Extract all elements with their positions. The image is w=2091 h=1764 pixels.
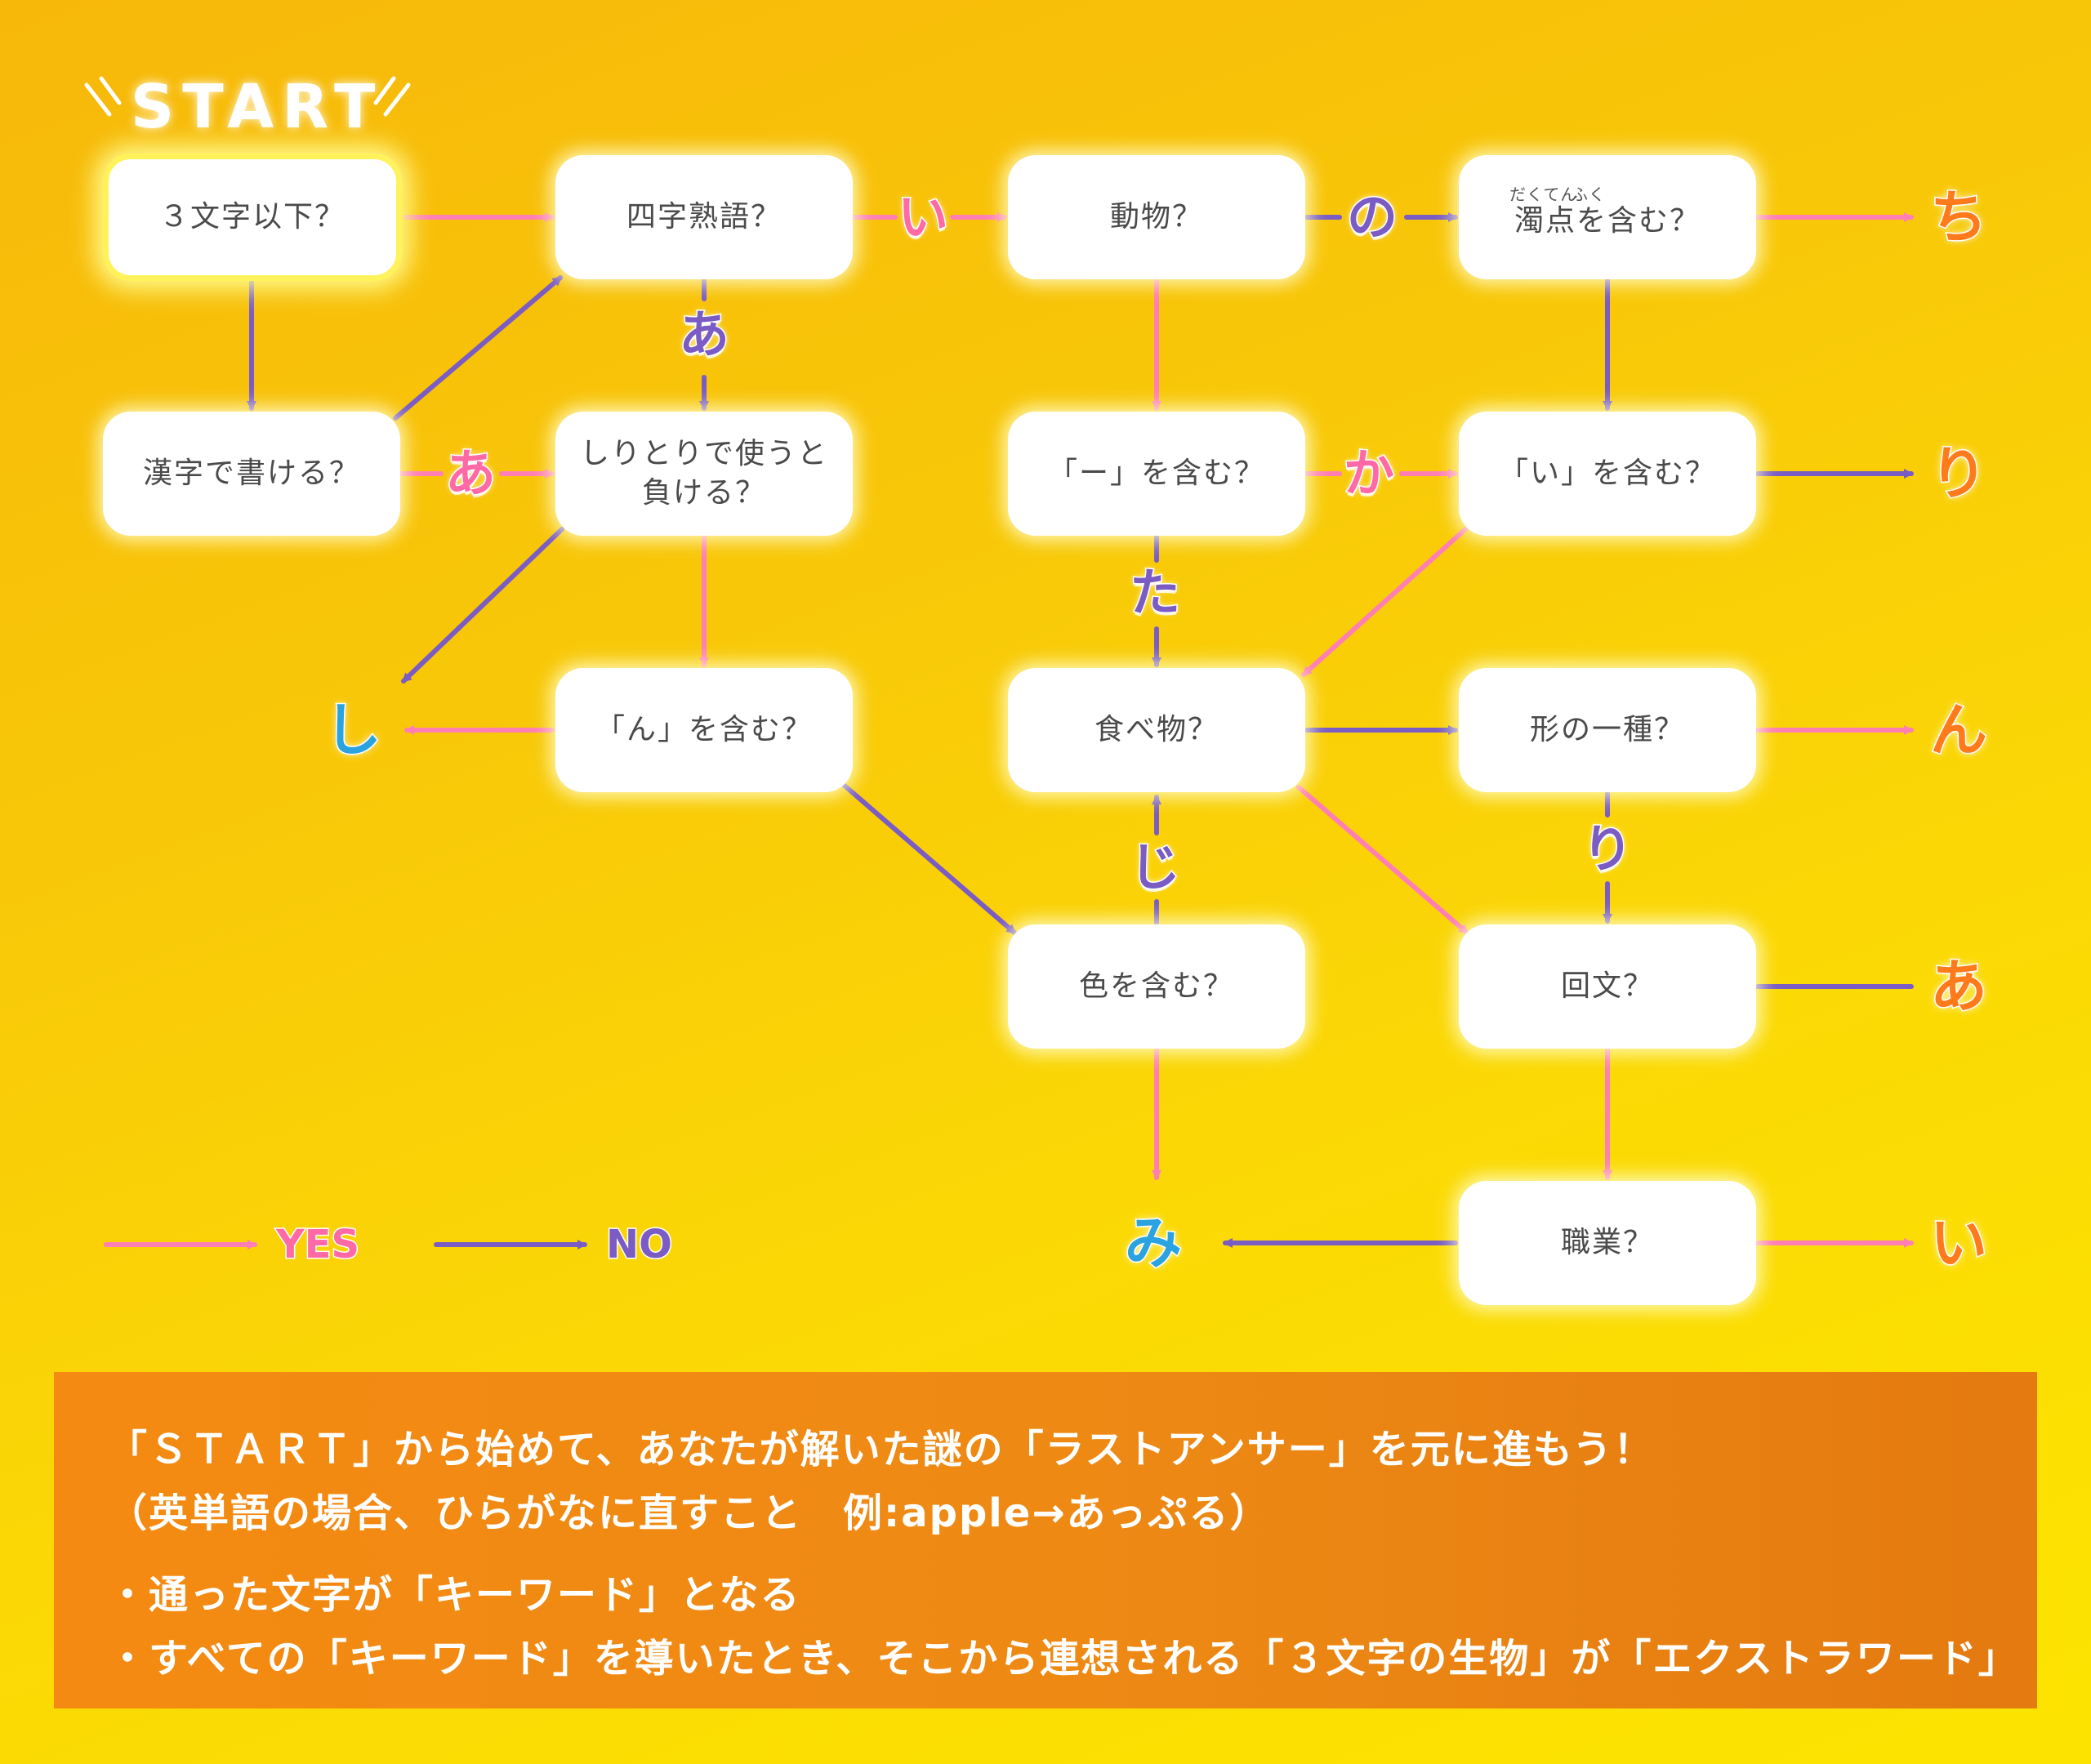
edge-label-doubutsu-dakuten: の — [1345, 187, 1398, 247]
arrow-n-iro — [842, 783, 1017, 935]
node-text: 回文？ — [1560, 969, 1654, 1003]
node-kaibun[interactable]: 回文？ — [1459, 924, 1756, 1049]
instruction-line-1: 「ＳＴＡＲＴ」から始めて、あなたが解いた謎の「ラストアンサー」を元に進もう！ — [108, 1427, 1655, 1472]
arrow-i-tabemono — [1301, 527, 1468, 677]
edge-label-bou-tabemono: た — [1128, 563, 1181, 622]
legend-yes: YES — [274, 1221, 360, 1269]
legend-no: NO — [605, 1221, 674, 1269]
node-3moji[interactable]: ３文字以下？ — [103, 154, 402, 281]
node-shiritori[interactable]: しりとりで使うと 負ける？ — [555, 412, 853, 536]
node-bou[interactable]: 「ー」を含む？ — [1008, 412, 1305, 536]
node-text: 漢字で書ける？ — [142, 457, 360, 490]
instruction-line-4: ・すべての「キーワード」を導いたとき、そこから連想される「３文字の生物」が「エク… — [108, 1636, 2019, 1682]
node-katachi[interactable]: 形の一種？ — [1459, 668, 1756, 792]
node-text: 「ー」を含む？ — [1047, 457, 1265, 490]
node-text: ３文字以下？ — [158, 200, 346, 234]
node-i[interactable]: 「い」を含む？ — [1459, 412, 1756, 536]
arrow-kanji-yoji — [393, 275, 563, 421]
ruby-dakuten: だくてん — [1509, 185, 1578, 204]
arrow-tabemono-kaibun — [1296, 785, 1469, 935]
output-i: い — [1929, 1209, 1989, 1277]
output-n: ん — [1929, 697, 1989, 764]
output-mi: み — [1124, 1209, 1184, 1277]
start-sparkle-lines — [84, 76, 411, 117]
edge-label-yoji-shiritori: あ — [677, 305, 730, 364]
panel-gap — [108, 1545, 1983, 1563]
edge-label-kanji-shiritori: あ — [444, 443, 497, 503]
output-shi: し — [323, 697, 383, 764]
node-text: 動物？ — [1109, 200, 1203, 234]
instruction-line-3: ・通った文字が「キーワード」となる — [108, 1572, 801, 1618]
node-text: 職業？ — [1560, 1226, 1654, 1259]
output-a: あ — [1929, 953, 1989, 1021]
arrow-shiritori-shi — [401, 527, 564, 684]
edge-label-iro-tabemono: じ — [1128, 837, 1181, 897]
edge-label-katachi-kaibun: り — [1581, 819, 1634, 879]
instruction-line-2: （英単語の場合、ひらがなに直すこと 例:apple→あっぷる） — [108, 1490, 1271, 1536]
node-text: 濁点を含む？ — [1514, 204, 1701, 238]
node-iro[interactable]: 色を含む？ — [1008, 924, 1305, 1049]
node-tabemono[interactable]: 食べ物？ — [1008, 668, 1305, 792]
node-doubutsu[interactable]: 動物？ — [1008, 155, 1305, 279]
edge-label-bou-i: か — [1342, 443, 1395, 503]
node-dakuten[interactable]: 濁点を含む？ — [1459, 155, 1756, 279]
node-n[interactable]: 「ん」を含む？ — [555, 668, 853, 792]
node-text: 形の一種？ — [1529, 713, 1685, 746]
ruby-fuku: ふく — [1572, 185, 1606, 204]
instructions-panel: 「ＳＴＡＲＴ」から始めて、あなたが解いた謎の「ラストアンサー」を元に進もう！ （… — [54, 1372, 2037, 1708]
node-yoji[interactable]: 四字熟語？ — [555, 155, 853, 279]
node-text: 食べ物？ — [1094, 713, 1219, 746]
node-shokugyou[interactable]: 職業？ — [1459, 1181, 1756, 1305]
output-chi: ち — [1929, 184, 1989, 252]
node-text: しりとりで使うと 負ける？ — [579, 437, 828, 510]
node-kanji[interactable]: 漢字で書ける？ — [103, 412, 400, 536]
edge-label-yoji-doubutsu: い — [896, 187, 949, 247]
start-title: START — [131, 72, 384, 142]
node-text: 「ん」を含む？ — [595, 713, 813, 746]
node-text: 色を含む？ — [1078, 969, 1234, 1003]
node-text: 四字熟語？ — [626, 200, 782, 234]
node-text: 「い」を含む？ — [1498, 457, 1716, 490]
output-ri: り — [1929, 440, 1989, 508]
